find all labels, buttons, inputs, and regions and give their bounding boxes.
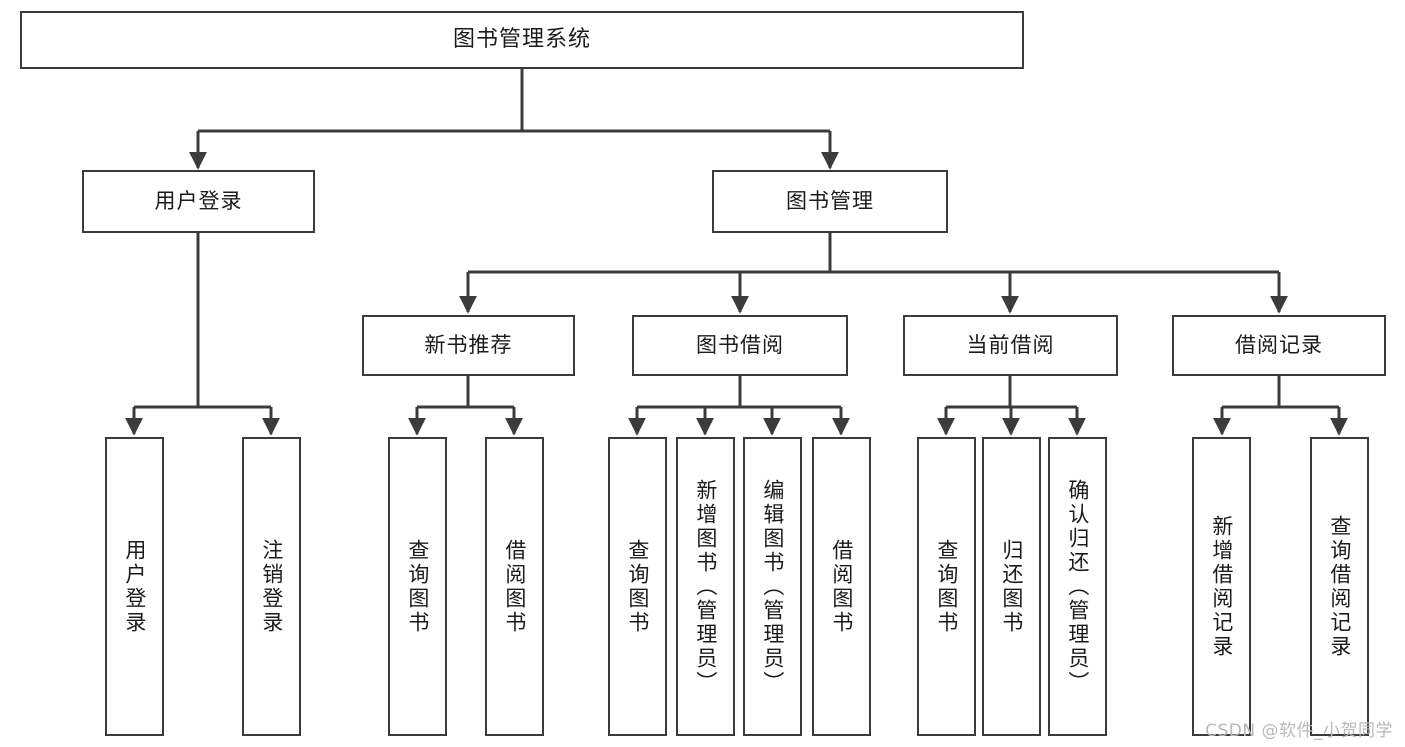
node-root-label: 图书管理系统: [452, 27, 591, 53]
csdn-watermark: CSDN @软件_小贺同学: [1205, 721, 1393, 741]
node-leaf-return-book[interactable]: 归还图书: [982, 437, 1041, 736]
node-leaf-add-record-label: 新增借阅记录: [1209, 514, 1234, 659]
node-book-borrow[interactable]: 图书借阅: [632, 315, 848, 376]
node-leaf-confirm-return-label: 确认归还（管理员）: [1065, 478, 1090, 695]
node-leaf-borrow-book-2-label: 借阅图书: [829, 538, 854, 635]
node-root[interactable]: 图书管理系统: [20, 11, 1024, 69]
node-leaf-borrow-book-2[interactable]: 借阅图书: [812, 437, 871, 736]
node-leaf-logout-login[interactable]: 注销登录: [242, 437, 301, 736]
node-leaf-edit-book-label: 编辑图书（管理员）: [760, 478, 785, 695]
node-current-borrow-label: 当前借阅: [966, 333, 1055, 358]
node-book-manage-label: 图书管理: [786, 189, 874, 214]
node-leaf-logout-login-label: 注销登录: [259, 538, 284, 635]
node-leaf-add-record[interactable]: 新增借阅记录: [1192, 437, 1251, 736]
node-book-manage[interactable]: 图书管理: [712, 170, 948, 233]
node-leaf-borrow-book-1[interactable]: 借阅图书: [485, 437, 544, 736]
node-leaf-user-login-label: 用户登录: [122, 538, 147, 635]
node-borrow-record[interactable]: 借阅记录: [1172, 315, 1386, 376]
node-new-book-recommend-label: 新书推荐: [424, 333, 513, 358]
node-leaf-confirm-return[interactable]: 确认归还（管理员）: [1048, 437, 1107, 736]
node-leaf-user-login[interactable]: 用户登录: [105, 437, 164, 736]
node-leaf-return-book-label: 归还图书: [999, 538, 1024, 635]
node-book-borrow-label: 图书借阅: [696, 333, 784, 358]
node-leaf-borrow-book-1-label: 借阅图书: [502, 538, 527, 635]
node-leaf-query-record-label: 查询借阅记录: [1327, 514, 1352, 659]
node-user-login[interactable]: 用户登录: [82, 170, 315, 233]
node-leaf-query-book-3-label: 查询图书: [934, 538, 959, 635]
node-leaf-query-book-2[interactable]: 查询图书: [608, 437, 667, 736]
node-leaf-query-book-2-label: 查询图书: [625, 538, 650, 635]
node-new-book-recommend[interactable]: 新书推荐: [362, 315, 575, 376]
node-leaf-edit-book[interactable]: 编辑图书（管理员）: [743, 437, 802, 736]
node-leaf-query-book-3[interactable]: 查询图书: [917, 437, 976, 736]
node-current-borrow[interactable]: 当前借阅: [903, 315, 1118, 376]
node-leaf-add-book-label: 新增图书（管理员）: [693, 478, 718, 695]
node-leaf-query-record[interactable]: 查询借阅记录: [1310, 437, 1369, 736]
node-leaf-query-book-1-label: 查询图书: [405, 538, 430, 635]
node-user-login-label: 用户登录: [154, 189, 243, 214]
node-leaf-add-book[interactable]: 新增图书（管理员）: [676, 437, 735, 736]
node-leaf-query-book-1[interactable]: 查询图书: [388, 437, 447, 736]
node-borrow-record-label: 借阅记录: [1235, 333, 1323, 358]
